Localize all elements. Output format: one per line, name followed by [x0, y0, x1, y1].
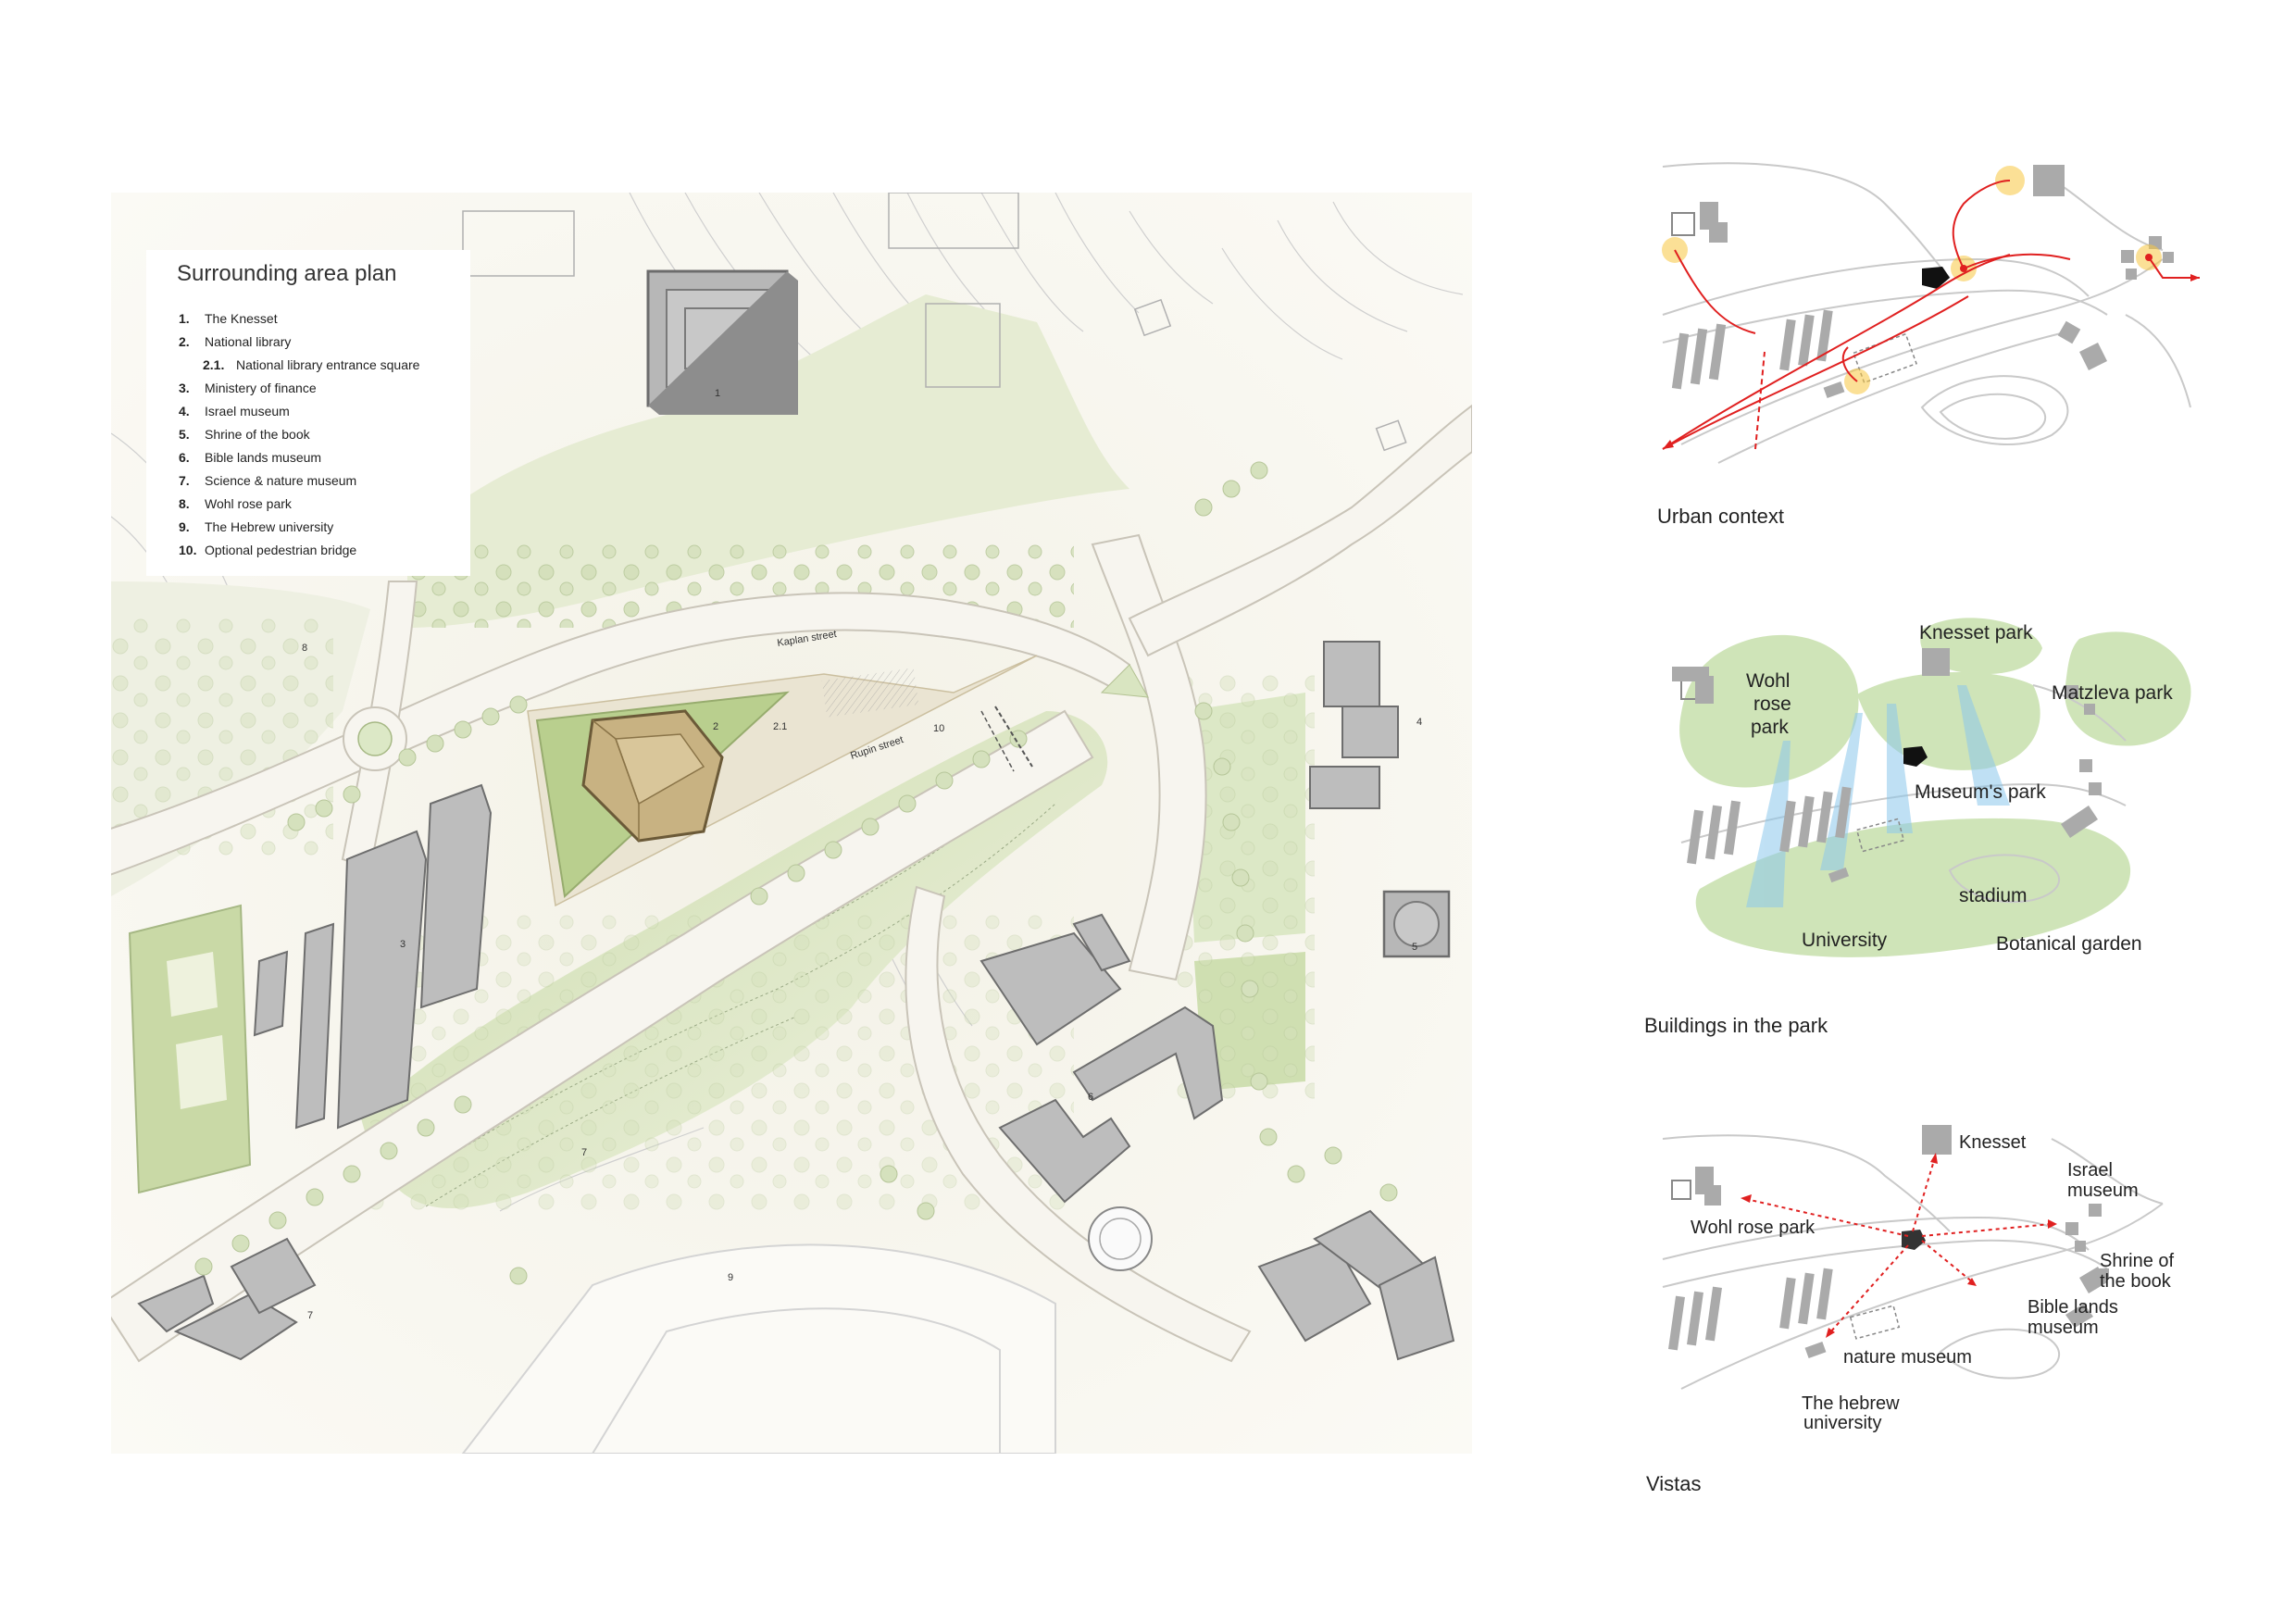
knesset-building — [646, 269, 798, 415]
label-shrine-line1: Shrine of — [2100, 1251, 2174, 1271]
legend-list: 1.The Knesset 2.National library 2.1.Nat… — [146, 307, 470, 562]
marker-6: 6 — [1088, 1092, 1093, 1103]
legend-item: 6.Bible lands museum — [179, 450, 322, 465]
buildings-in-the-park-caption: Buildings in the park — [1644, 1014, 1828, 1037]
label-shrine-line2: the book — [2100, 1271, 2172, 1292]
label-botanical-garden: Botanical garden — [1996, 933, 2142, 955]
legend-item: 7.Science & nature museum — [179, 473, 357, 488]
buildings-in-the-park-diagram: Knesset park Wohl rose park Matzleva par… — [1672, 618, 2191, 957]
label-university: University — [1802, 930, 1888, 951]
legend-item: 2.National library — [179, 334, 292, 349]
label-bible-line1: Bible lands — [2028, 1297, 2118, 1318]
marker-3: 3 — [400, 939, 406, 950]
legend-item: 2.1.National library entrance square — [203, 357, 420, 372]
marker-7b: 7 — [307, 1310, 313, 1321]
label-hebrew-line1: The hebrew — [1802, 1393, 1900, 1414]
bible-lands-museum-buildings — [980, 913, 1224, 1204]
national-library-building — [581, 709, 724, 843]
label-wohl-rose-park: Wohl rose park — [1691, 1218, 1816, 1238]
legend-title: Surrounding area plan — [177, 261, 397, 286]
marker-2: 2 — [713, 721, 718, 732]
marker-1: 1 — [715, 388, 720, 399]
legend-item: 9.The Hebrew university — [179, 519, 334, 534]
map-legend: Surrounding area plan 1.The Knesset 2.Na… — [146, 250, 470, 576]
round-building — [1088, 1206, 1153, 1271]
label-wohl-line3: park — [1751, 717, 1789, 738]
label-museums-park: Museum's park — [1915, 781, 2046, 803]
urban-context-caption: Urban context — [1657, 505, 1784, 528]
vistas-caption: Vistas — [1646, 1472, 1702, 1495]
label-knesset: Knesset — [1959, 1132, 2027, 1153]
label-israel-line2: museum — [2067, 1181, 2139, 1201]
label-bible-line2: museum — [2028, 1318, 2099, 1338]
legend-item: 4.Israel museum — [179, 404, 290, 418]
label-israel-line1: Israel — [2067, 1160, 2113, 1181]
label-matzleva-park: Matzleva park — [2052, 682, 2173, 704]
marker-5: 5 — [1412, 942, 1417, 953]
label-stadium: stadium — [1959, 885, 2028, 906]
shrine-of-the-book — [1382, 890, 1451, 958]
ministry-of-finance-buildings — [253, 783, 493, 1130]
marker-4: 4 — [1416, 717, 1422, 728]
hebrew-university-buildings — [1257, 1209, 1455, 1361]
university-stadium — [461, 1243, 1056, 1454]
legend-item: 8.Wohl rose park — [179, 496, 292, 511]
label-wohl-line1: Wohl — [1746, 670, 1790, 692]
marker-9: 9 — [728, 1272, 733, 1283]
library-marker — [1903, 746, 1928, 767]
legend-item: 1.The Knesset — [179, 311, 278, 326]
legend-item: 3.Ministery of finance — [179, 381, 317, 395]
surrounding-area-plan-map: Kaplan street Rupin street 1 2 2.1 10 3 … — [111, 193, 1472, 1454]
marker-2-1: 2.1 — [773, 721, 787, 732]
label-knesset-park: Knesset park — [1919, 622, 2033, 643]
urban-context-diagram — [1662, 162, 2200, 464]
library-marker — [1902, 1230, 1926, 1250]
marker-10: 10 — [933, 723, 944, 734]
vistas-diagram: Knesset Israel museum Wohl rose park Shr… — [1662, 1125, 2174, 1433]
library-marker — [1922, 267, 1950, 289]
marker-8: 8 — [302, 643, 307, 654]
legend-item: 5.Shrine of the book — [179, 427, 310, 442]
israel-museum-buildings — [1309, 641, 1399, 809]
science-nature-museum-buildings — [137, 1237, 317, 1361]
label-wohl-line2: rose — [1753, 693, 1791, 715]
label-nature-museum: nature museum — [1843, 1347, 1972, 1368]
pedestrian-bridge — [994, 706, 1033, 768]
road-network — [111, 404, 1472, 1363]
marker-7a: 7 — [581, 1147, 587, 1158]
label-hebrew-line2: university — [1803, 1413, 1881, 1433]
legend-item: 10.Optional pedestrian bridge — [179, 543, 357, 557]
street-trees — [194, 461, 1398, 1285]
